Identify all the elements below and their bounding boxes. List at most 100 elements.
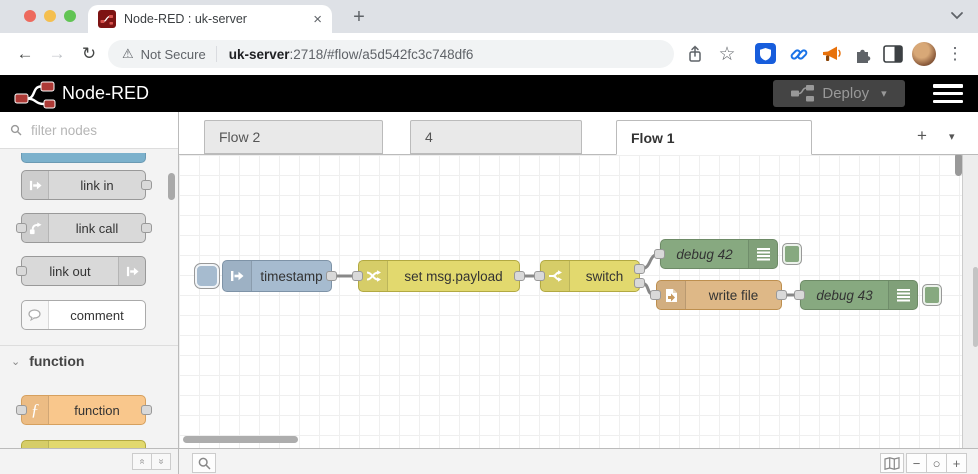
zoom-in-button[interactable]: +: [946, 453, 967, 473]
not-secure-label: Not Secure: [140, 46, 206, 62]
node-label: timestamp: [260, 268, 323, 284]
address-bar[interactable]: ⚠ Not Secure uk-server:2718/#flow/a5d542…: [108, 40, 674, 68]
palette-node-link-out[interactable]: link out: [21, 256, 146, 286]
node-port[interactable]: [776, 290, 787, 300]
traffic-light-minimize[interactable]: [44, 10, 56, 22]
tab-label: 4: [425, 129, 433, 145]
node-port[interactable]: [654, 249, 665, 259]
node-port[interactable]: [141, 405, 152, 415]
traffic-light-close[interactable]: [24, 10, 36, 22]
nodered-favicon: [98, 10, 116, 28]
traffic-light-zoom[interactable]: [64, 10, 76, 22]
map-icon: [884, 456, 900, 470]
palette-footer: « «: [0, 448, 179, 474]
palette-node-partial-bottom[interactable]: [21, 440, 146, 448]
url-host: uk-server: [228, 46, 290, 62]
browser-menu-icon[interactable]: ⋮: [946, 44, 964, 63]
node-label: switch: [585, 268, 624, 284]
deploy-chevron-icon[interactable]: ▾: [881, 88, 887, 100]
browser-toolbar: ← → ↻ ⚠ Not Secure uk-server:2718/#flow/…: [0, 33, 978, 75]
debug-toggle-button[interactable]: [922, 284, 942, 306]
ext-link-icon[interactable]: [788, 43, 810, 65]
browser-tab[interactable]: Node-RED : uk-server ×: [88, 5, 332, 33]
back-button[interactable]: ←: [16, 44, 34, 63]
palette-node-function[interactable]: ƒ function: [21, 395, 146, 425]
extensions-puzzle-icon[interactable]: [852, 43, 874, 65]
tab-flow-2[interactable]: Flow 2: [204, 120, 383, 154]
comment-icon: [22, 301, 49, 329]
zoom-out-button[interactable]: −: [906, 453, 927, 473]
flow-list-chevron-button[interactable]: ▾: [949, 131, 955, 143]
horizontal-scrollbar[interactable]: [183, 436, 298, 443]
palette-expand-down-button[interactable]: «: [151, 453, 171, 470]
window-chevron-icon[interactable]: [950, 8, 964, 23]
nodered-logo: [14, 81, 56, 109]
debug-icon: [888, 281, 917, 309]
palette-node-link-call[interactable]: link call: [21, 213, 146, 243]
link-call-icon: [22, 214, 49, 242]
deploy-label: Deploy: [822, 85, 870, 102]
node-port[interactable]: [634, 278, 645, 288]
sidebar-toggle-icon[interactable]: [882, 43, 904, 65]
node-set-msg-payload[interactable]: set msg.payload: [358, 260, 520, 292]
palette-node-comment[interactable]: comment: [21, 300, 146, 330]
canvas-search-button[interactable]: [192, 453, 216, 473]
inject-trigger-button[interactable]: [194, 263, 220, 289]
new-tab-button[interactable]: +: [353, 5, 365, 28]
right-scrollbar-thumb[interactable]: [973, 267, 978, 347]
vertical-scrollbar[interactable]: [955, 155, 962, 176]
node-port[interactable]: [326, 271, 337, 281]
filter-input[interactable]: [29, 121, 163, 139]
zoom-reset-button[interactable]: ○: [926, 453, 947, 473]
reload-button[interactable]: ↻: [81, 44, 97, 63]
node-debug-42[interactable]: debug 42: [660, 239, 778, 269]
search-icon: [198, 457, 211, 470]
debug-icon: [748, 240, 777, 268]
titlebar: Node-RED : uk-server × +: [0, 0, 978, 33]
profile-avatar[interactable]: [912, 42, 936, 66]
bookmark-star-icon[interactable]: ☆: [718, 43, 736, 65]
node-debug-43[interactable]: debug 43: [800, 280, 918, 310]
tab-close-icon[interactable]: ×: [313, 10, 322, 28]
file-icon: [657, 281, 686, 309]
double-chevron-down-icon: «: [155, 458, 167, 465]
palette-section-function[interactable]: ⌄ function: [0, 345, 178, 376]
node-write-file[interactable]: write file: [656, 280, 782, 310]
right-scroll-strip: [962, 155, 978, 448]
node-timestamp[interactable]: timestamp: [222, 260, 332, 292]
debug-toggle-button[interactable]: [782, 243, 802, 265]
palette-node-link-in[interactable]: link in: [21, 170, 146, 200]
workspace-footer: − ○ +: [179, 448, 978, 474]
node-port[interactable]: [16, 223, 27, 233]
palette-filter[interactable]: [0, 112, 178, 149]
node-label: debug 43: [816, 287, 873, 303]
palette-collapse-up-button[interactable]: «: [132, 453, 152, 470]
node-port[interactable]: [794, 290, 805, 300]
node-port[interactable]: [141, 223, 152, 233]
node-port[interactable]: [141, 180, 152, 190]
flow-canvas[interactable]: timestamp set msg.payload switch debug 4…: [179, 155, 962, 448]
node-port[interactable]: [534, 271, 545, 281]
node-switch[interactable]: switch: [540, 260, 640, 292]
node-port[interactable]: [16, 266, 27, 276]
switch-icon: [541, 261, 570, 291]
navigator-button[interactable]: [880, 453, 904, 473]
node-port[interactable]: [634, 264, 645, 274]
palette-node-partial-top[interactable]: [21, 153, 146, 163]
node-port[interactable]: [650, 290, 661, 300]
palette-node-label: link out: [49, 263, 91, 279]
node-port[interactable]: [16, 405, 27, 415]
ext-megaphone-icon[interactable]: [820, 43, 842, 65]
tab-flow-1[interactable]: Flow 1: [616, 120, 812, 155]
share-icon[interactable]: [684, 43, 706, 65]
node-port[interactable]: [352, 271, 363, 281]
main-menu-button[interactable]: [933, 84, 963, 103]
tab-4[interactable]: 4: [410, 120, 582, 154]
palette-scrollbar[interactable]: [168, 173, 175, 200]
tab-title: Node-RED : uk-server: [124, 12, 247, 26]
link-in-icon: [22, 171, 49, 199]
add-flow-button[interactable]: +: [917, 126, 927, 145]
deploy-button[interactable]: Deploy ▾: [773, 80, 905, 107]
ext-bitwarden-icon[interactable]: [755, 43, 776, 64]
node-port[interactable]: [514, 271, 525, 281]
